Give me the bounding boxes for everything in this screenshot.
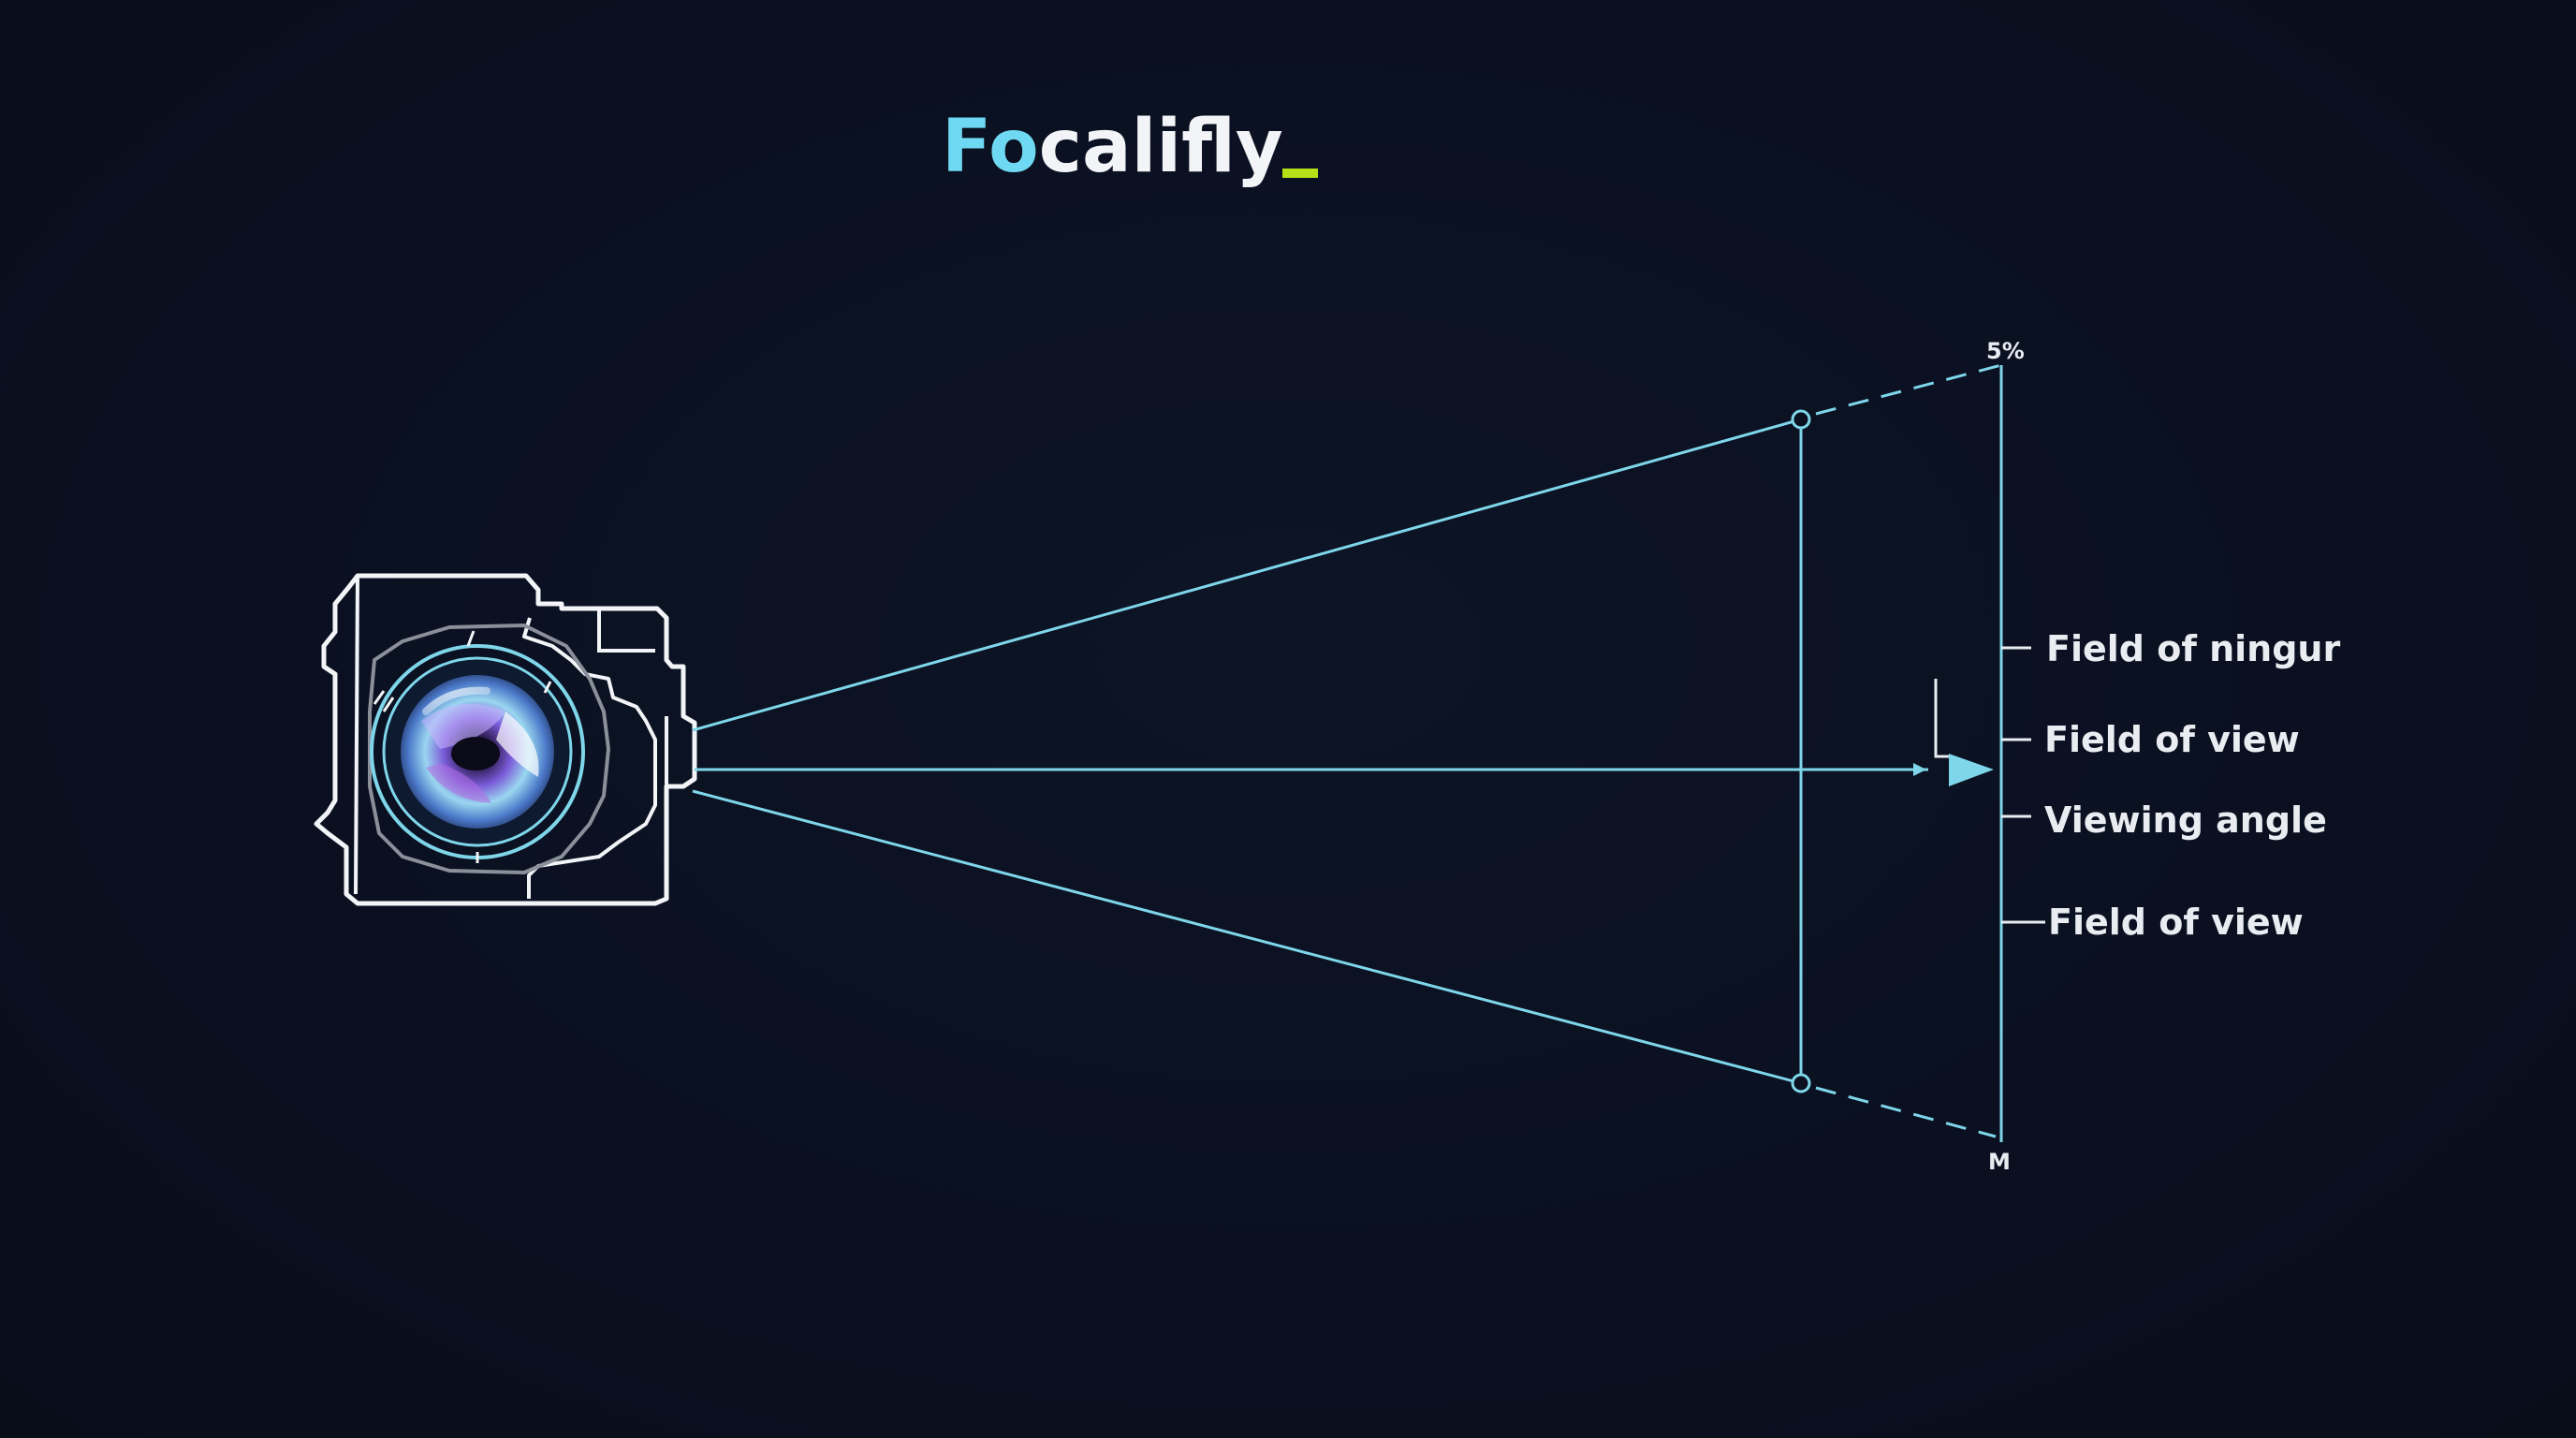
label-field-of-view-upper: Field of view [2044,719,2300,760]
logo-highlight-text: Fo [942,105,1039,189]
brand-logo: Focalifly [942,110,1283,183]
logo-rest-text: califly [1038,105,1283,189]
label-field-of-view-lower: Field of view [2048,902,2304,943]
field-of-view-lines [692,363,2045,1142]
label-viewing-angle: Viewing angle [2044,800,2327,841]
camera-lens-icon [401,675,554,829]
label-field-of-ningur: Field of ningur [2046,628,2340,669]
logo-cursor-mark [1282,169,1318,178]
top-marker-label: 5% [1986,338,2025,364]
bottom-marker-label: M [1988,1149,2011,1175]
arrowhead-icon [1913,754,1994,786]
